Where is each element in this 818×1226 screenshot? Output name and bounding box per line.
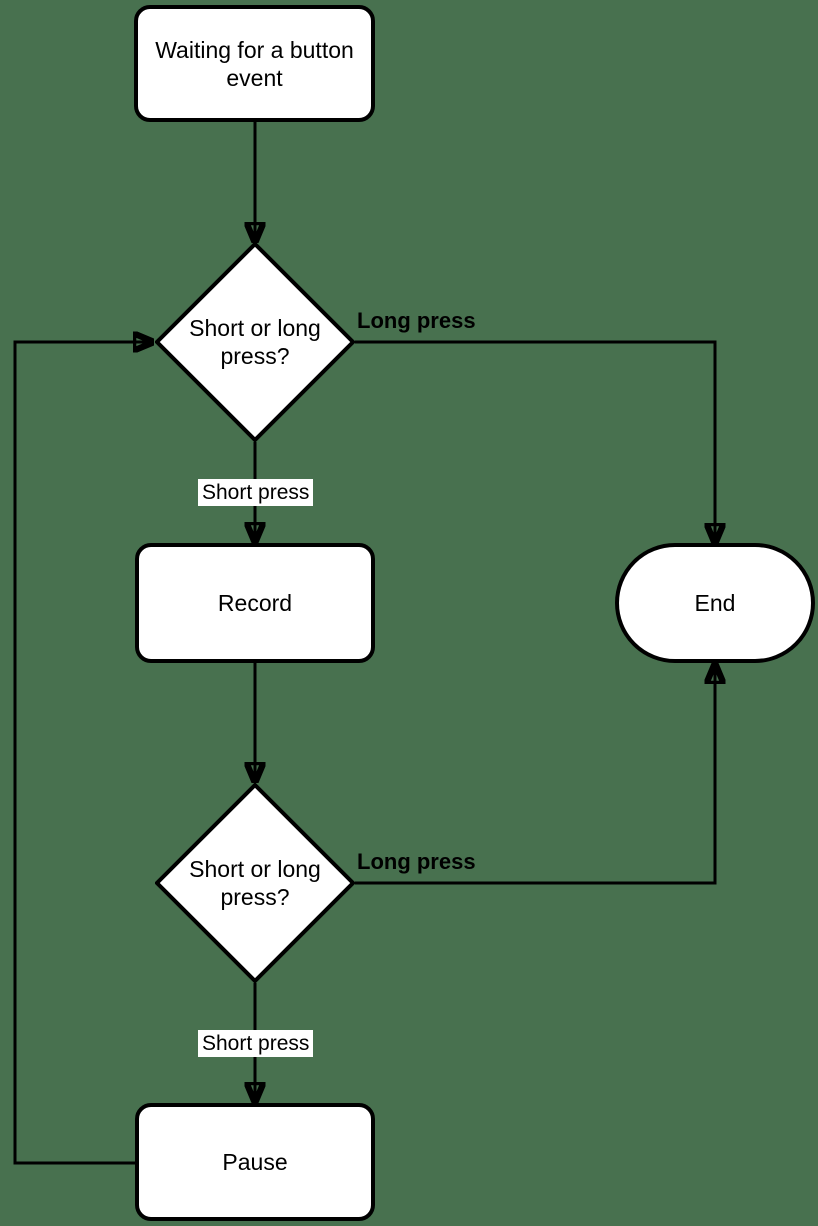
edge-decision1-to-end	[355, 340, 715, 541]
node-decision2: Short or long press?	[155, 783, 355, 983]
node-end-label: End	[694, 590, 736, 616]
edge-pause-to-decision1	[13, 342, 151, 1165]
node-end: End	[615, 543, 815, 663]
diamond-outline	[155, 783, 355, 983]
node-decision1: Short or long press?	[155, 242, 355, 442]
node-decision2-label: Short or long press?	[189, 856, 321, 910]
node-pause-label: Pause	[222, 1149, 288, 1175]
edge-decision2-to-end	[355, 666, 715, 885]
node-decision1-label: Short or long press?	[189, 315, 321, 369]
diamond-shape	[155, 783, 355, 983]
edge-label-short-press-2: Short press	[198, 1030, 314, 1057]
diamond-outline	[155, 242, 355, 442]
diamond-shape	[155, 242, 355, 442]
node-pause: Pause	[135, 1103, 375, 1221]
node-record-label: Record	[217, 590, 293, 616]
edge-label-short-press-1: Short press	[198, 479, 314, 506]
edge-label-long-press-2: Long press	[357, 849, 476, 874]
node-record: Record	[135, 543, 375, 663]
node-waiting: Waiting for a button event	[134, 5, 375, 122]
node-waiting-label: Waiting for a button event	[155, 36, 354, 91]
edge-label-long-press-1: Long press	[357, 308, 476, 333]
